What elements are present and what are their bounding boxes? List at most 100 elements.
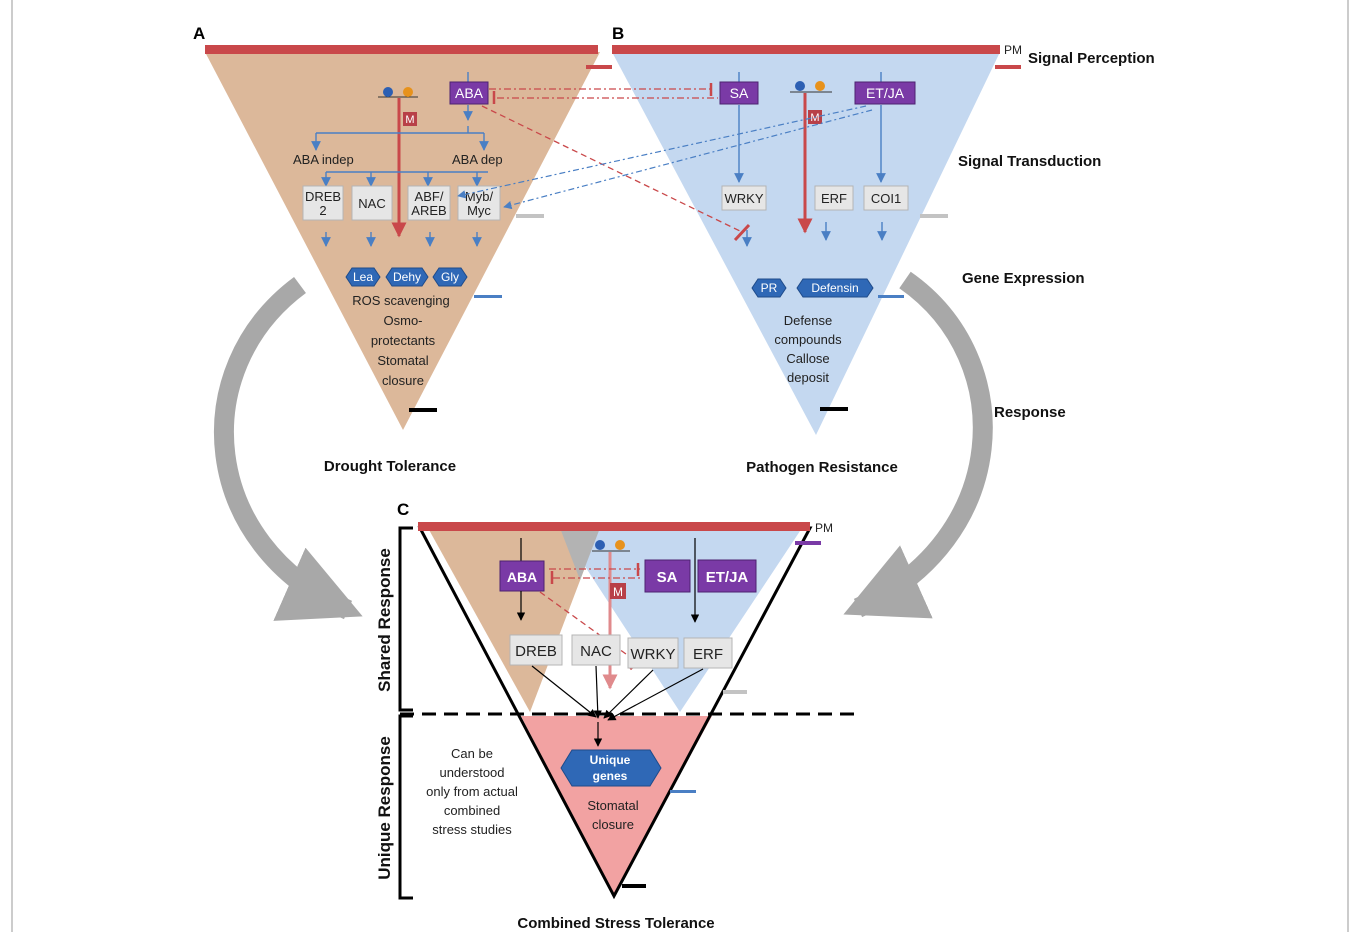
tf-box-nac-c <box>571 634 621 666</box>
expression-tick-b <box>878 295 904 298</box>
aba-dep-label: ABA dep <box>452 152 503 167</box>
note-line-5: stress studies <box>432 822 512 837</box>
note-line-1: Can be <box>451 746 493 761</box>
drought-subtriangle-c <box>428 528 600 712</box>
resp-a-4: Stomatal <box>377 353 428 368</box>
sa-label-b: SA <box>730 85 749 101</box>
level-response: Response <box>994 404 1066 421</box>
unique-response-label: Unique Response <box>375 736 394 880</box>
sa-box-b <box>719 81 759 105</box>
panel-c: C PM M ABA SA ET/JA DREB NAC <box>375 500 862 932</box>
aba-wrky-antagonism <box>481 105 743 233</box>
perception-tick-a <box>586 65 612 69</box>
tf-dreb2-l1: DREB <box>305 189 341 204</box>
drought-triangle <box>205 52 600 430</box>
plasma-membrane-c <box>418 522 810 531</box>
response-tick-b <box>820 407 848 411</box>
resp-b-4: deposit <box>787 370 829 385</box>
panel-a: A M ABA ABA indep ABA dep DREB 2 <box>193 24 612 475</box>
aba-label-c: ABA <box>507 569 537 585</box>
gene-defensin: Defensin <box>811 281 858 295</box>
etja-box-c <box>697 559 757 593</box>
etja-label-c: ET/JA <box>706 569 749 586</box>
level-signal-perception: Signal Perception <box>1028 50 1155 67</box>
tf-nac-label: NAC <box>358 196 385 211</box>
resp-a-5: closure <box>382 373 424 388</box>
plasma-membrane-a <box>205 45 598 54</box>
tf-box-erf-c <box>683 637 733 669</box>
receptor-icon-c <box>592 540 630 552</box>
resp-a-1: ROS scavenging <box>352 293 450 308</box>
perception-tick-c <box>795 541 821 545</box>
tf-dreb2-l2: 2 <box>319 203 326 218</box>
mapk-box-c <box>610 583 626 599</box>
aba-wrky-bar <box>733 223 751 242</box>
level-signal-transduction: Signal Transduction <box>958 153 1101 170</box>
gene-lea: Lea <box>353 270 373 284</box>
resp-b-3: Callose <box>786 351 829 366</box>
sa-box-c <box>644 559 691 593</box>
tf-box-dreb2 <box>302 185 344 221</box>
perception-tick-b <box>995 65 1021 69</box>
shared-bracket <box>398 526 413 712</box>
unique-genes-l1: Unique <box>590 753 631 767</box>
drought-title: Drought Tolerance <box>324 458 456 475</box>
tf-myb-l1: Myb/ <box>465 189 494 204</box>
gene-gly: Gly <box>441 270 459 284</box>
mapk-label-c: M <box>613 585 623 599</box>
note-line-2: understood <box>439 765 504 780</box>
tf-wrky-c: WRKY <box>631 646 676 663</box>
level-gene-expression: Gene Expression <box>962 270 1085 287</box>
etja-label-b: ET/JA <box>866 85 905 101</box>
etja-box-b <box>854 81 916 105</box>
gene-pr: PR <box>761 281 778 295</box>
curved-arrow-right <box>843 271 993 619</box>
unique-bracket <box>398 714 413 900</box>
resp-b-2: compounds <box>774 332 842 347</box>
tf-erf-b: ERF <box>821 191 847 206</box>
pathogen-title: Pathogen Resistance <box>746 459 898 476</box>
resp-b-1: Defense <box>784 313 832 328</box>
tf-box-nac <box>351 185 393 221</box>
transduction-tick-b <box>920 214 948 218</box>
expression-tick-a <box>474 295 502 298</box>
note-line-3: only from actual <box>426 784 518 799</box>
tf-box-abf <box>407 185 451 221</box>
nac-converge-arrow <box>593 665 602 719</box>
receptor-icon <box>378 87 418 98</box>
receptor-icon-b <box>790 81 832 93</box>
sa-label-c: SA <box>657 569 678 586</box>
mapk-box-a <box>403 112 417 126</box>
gene-hex-dehy <box>385 267 429 287</box>
tf-dreb-c: DREB <box>515 643 557 660</box>
wrky-converge-arrow <box>603 669 654 719</box>
note-line-4: combined <box>444 803 500 818</box>
tf-erf-c: ERF <box>693 646 723 663</box>
transduction-tick-c <box>723 690 747 694</box>
aba-label-a: ABA <box>455 85 484 101</box>
gene-hex-lea <box>345 267 381 287</box>
unique-genes-hex <box>560 749 662 787</box>
tf-box-dreb-c <box>509 634 563 666</box>
curved-arrow-left <box>214 276 363 621</box>
tf-box-coi1 <box>863 185 909 211</box>
overlap-region-c <box>560 528 600 580</box>
gene-hex-gly <box>432 267 468 287</box>
gene-hex-defensin <box>796 278 874 298</box>
tf-abf-l1: ABF/ <box>415 189 444 204</box>
shared-response-label: Shared Response <box>375 548 394 692</box>
pathogen-triangle <box>612 52 1000 435</box>
erf-converge-arrow <box>607 668 704 721</box>
resp-a-3: protectants <box>371 333 436 348</box>
etja-myb-arrow-2 <box>503 109 873 210</box>
panel-label-a: A <box>193 24 205 43</box>
tf-coi1-b: COI1 <box>871 191 901 206</box>
resp-a-2: Osmo- <box>384 313 423 328</box>
pm-label-c: PM <box>815 521 833 535</box>
tf-nac-c: NAC <box>580 643 612 660</box>
tf-wrky-b: WRKY <box>725 191 764 206</box>
dreb-converge-arrow <box>531 665 597 718</box>
combined-title: Combined Stress Tolerance <box>517 915 714 932</box>
